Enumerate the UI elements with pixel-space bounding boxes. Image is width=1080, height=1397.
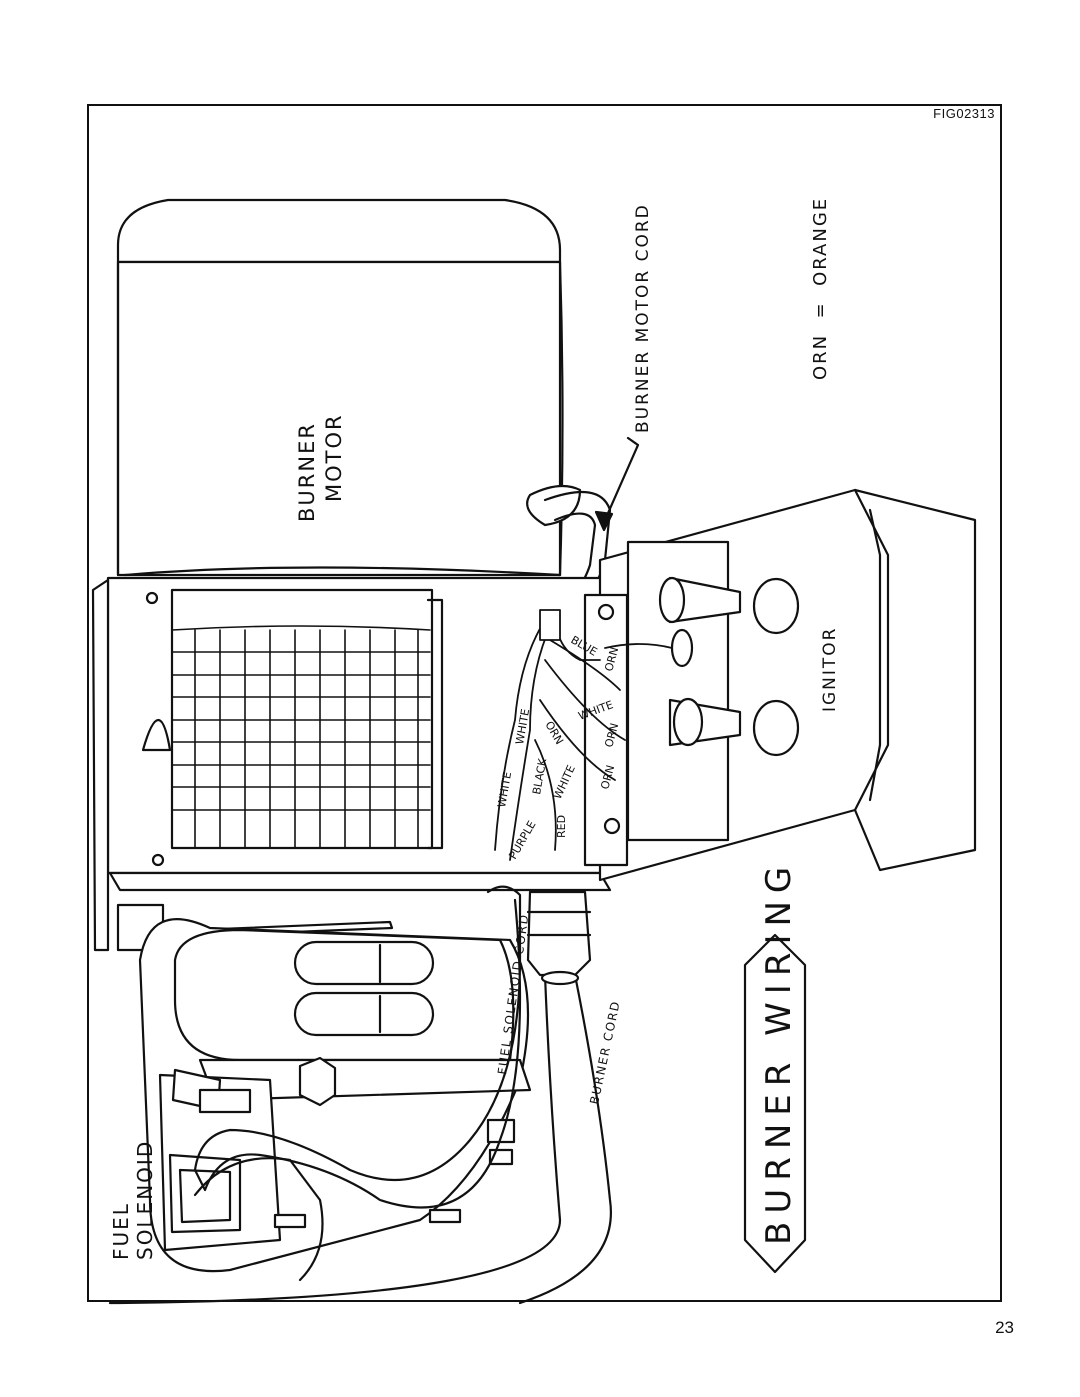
fuel-pump-illustration — [138, 918, 532, 1282]
burner-motor-illustration — [116, 198, 564, 577]
wire-tag-black: BLACK — [530, 757, 549, 796]
burner-cord-illustration — [108, 970, 612, 1305]
wire-tag-orn-top: ORN — [602, 646, 621, 673]
wire-bundle — [494, 609, 673, 861]
burner-motor-label-line2: MOTOR — [322, 413, 346, 502]
air-intake-grille — [171, 625, 431, 849]
wire-tag-white-bottom: WHITE — [495, 771, 514, 809]
figure-code: FIG02313 — [933, 106, 995, 121]
page-number: 23 — [995, 1318, 1014, 1337]
burner-motor-cord-pointer — [594, 436, 640, 532]
wire-tag-white-left: WHITE — [513, 708, 532, 746]
title-banner — [743, 933, 807, 1274]
burner-wiring-title: BURNER WIRING — [759, 859, 799, 1245]
wire-tag-orn-bottom: ORN — [598, 764, 617, 791]
fuel-solenoid-label-line2: SOLENOID — [133, 1140, 157, 1260]
orn-legend: ORN = ORANGE — [810, 197, 831, 380]
wire-tag-orn-mid: ORN — [602, 722, 621, 749]
wire-tag-red: RED — [555, 815, 568, 838]
burner-cord-label: BURNER CORD — [587, 999, 623, 1106]
ignitor-label: IGNITOR — [820, 627, 840, 713]
fuel-solenoid-label-line1: FUEL — [109, 1202, 133, 1260]
burner-motor-cord-label: BURNER MOTOR CORD — [633, 203, 653, 433]
ignitor-illustration — [583, 488, 977, 882]
burner-motor-label-line1: BURNER — [295, 422, 319, 522]
